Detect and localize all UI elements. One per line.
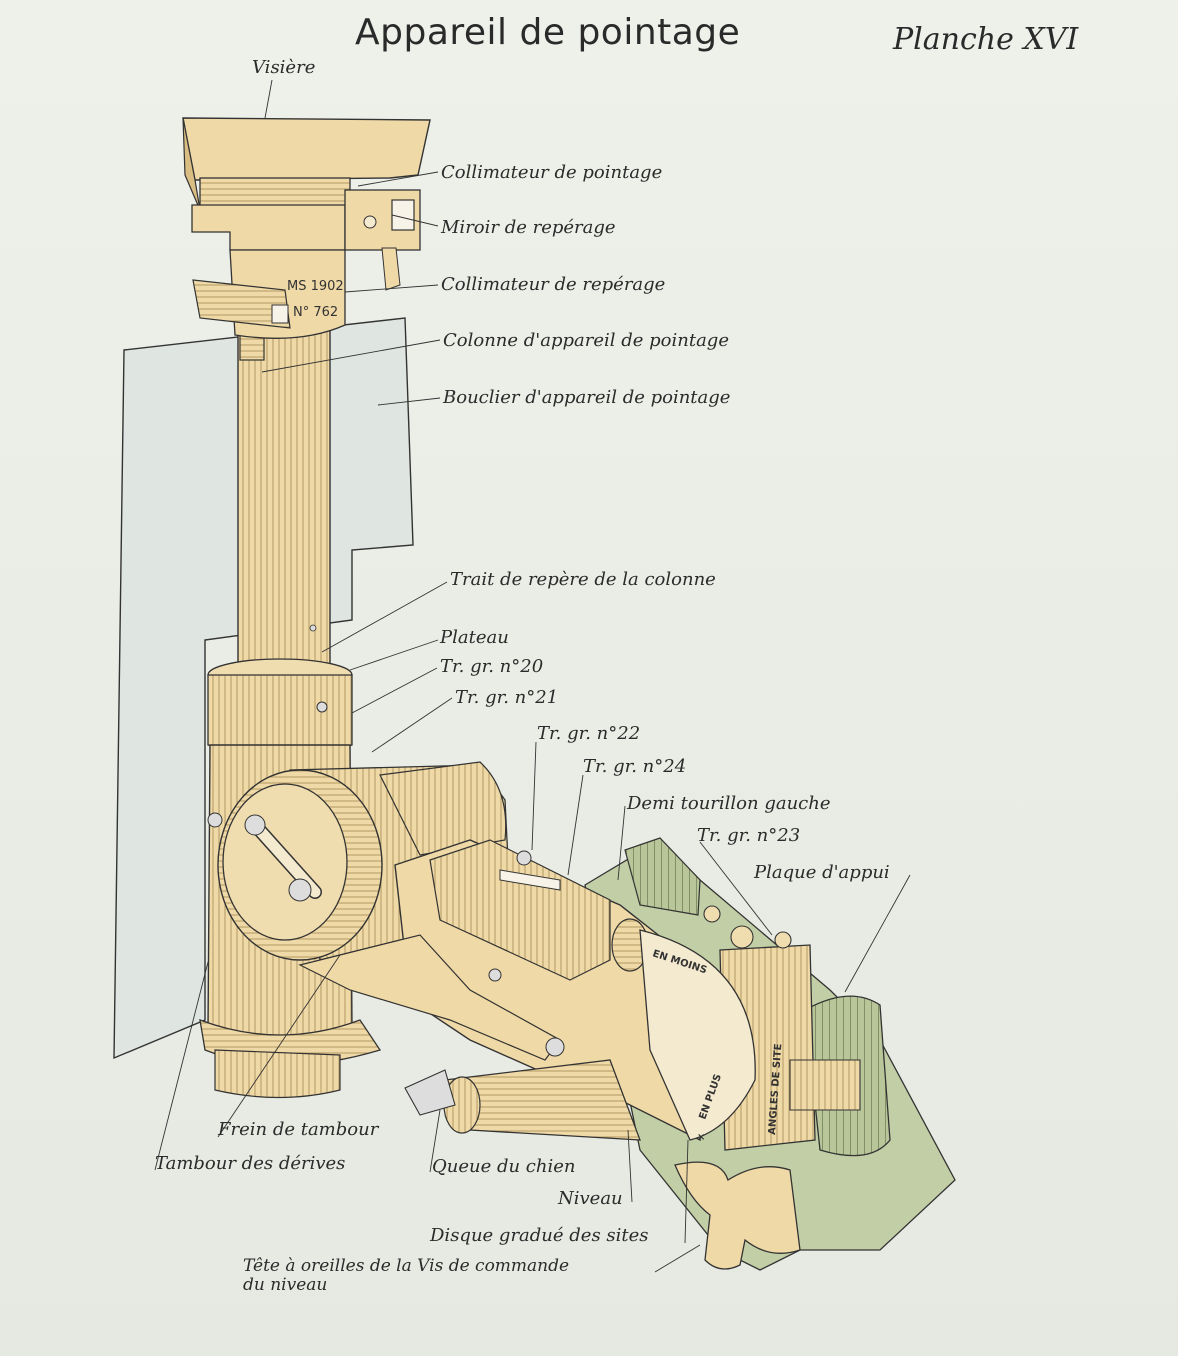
shield-plate — [113, 317, 414, 1060]
tourillon-cap — [774, 931, 792, 949]
tourillon-bridge — [789, 1059, 861, 1111]
label-collimateur-reperage: Collimateur de repérage — [441, 274, 666, 295]
drum-screw — [207, 812, 223, 828]
column — [237, 329, 331, 681]
label-plaque-appui: Plaque d'appui — [754, 862, 890, 883]
label-tr20: Tr. gr. n°20 — [440, 656, 544, 677]
engraving-marker: × — [697, 1132, 705, 1143]
label-colonne: Colonne d'appareil de pointage — [443, 330, 729, 351]
mirror — [391, 199, 415, 231]
drift-drum-knob — [244, 814, 266, 836]
drift-drum-knob-2 — [288, 878, 312, 902]
support-cap — [703, 905, 721, 923]
label-queue-chien: Queue du chien — [432, 1156, 576, 1177]
label-tr23: Tr. gr. n°23 — [697, 825, 801, 846]
brake-pin-2 — [545, 1037, 565, 1057]
sight-hood — [182, 117, 431, 181]
label-frein-tambour: Frein de tambour — [218, 1119, 379, 1140]
stamp-line1: MS 1902 — [287, 279, 344, 294]
drift-cylinder — [379, 761, 507, 856]
mirror-screw — [363, 215, 377, 229]
label-tete-oreilles-line2: du niveau — [243, 1275, 328, 1295]
label-tr22: Tr. gr. n°22 — [537, 723, 641, 744]
sight-bracket — [191, 204, 346, 251]
leader-lines — [154, 79, 911, 1273]
plateau-screw — [316, 701, 328, 713]
level-housing — [429, 839, 611, 981]
plate-screw — [516, 850, 532, 866]
label-bouclier: Bouclier d'appareil de pointage — [443, 387, 731, 408]
reperage-collimator — [192, 279, 291, 329]
label-demi-tourillon: Demi tourillon gauche — [627, 793, 831, 814]
label-miroir-reperage: Miroir de repérage — [441, 217, 616, 238]
label-tr21: Tr. gr. n°21 — [455, 687, 559, 708]
label-tete-oreilles-line1: Tête à oreilles de la Vis de commande — [243, 1256, 570, 1276]
stamp-line2: N° 762 — [293, 305, 338, 320]
page-title: Appareil de pointage — [355, 12, 741, 53]
support-lug-block — [624, 837, 701, 916]
site-disc — [639, 929, 756, 1141]
column-mark-screw — [309, 624, 317, 632]
brake-pin — [488, 968, 502, 982]
drum-foot — [214, 1049, 341, 1099]
sight-body — [199, 177, 351, 209]
sight-trigger — [381, 247, 401, 291]
label-tr24: Tr. gr. n°24 — [583, 756, 687, 777]
label-trait-repere: Trait de repère de la colonne — [450, 569, 716, 590]
label-tambour-derives: Tambour des dérives — [155, 1153, 346, 1174]
plate-number: Planche XVI — [893, 22, 1079, 57]
label-collimateur-pointage: Collimateur de pointage — [441, 162, 663, 183]
label-disque-sites: Disque gradué des sites — [430, 1225, 649, 1246]
plateau — [207, 674, 353, 756]
level-vial — [499, 869, 561, 891]
tourillon-bore — [730, 925, 754, 949]
reperage-window — [271, 304, 289, 324]
dog-tail-knob — [404, 1069, 456, 1116]
label-plateau: Plateau — [440, 627, 509, 648]
label-niveau: Niveau — [558, 1188, 623, 1209]
label-visiere: Visière — [252, 57, 316, 78]
wing-nut — [674, 1161, 801, 1270]
